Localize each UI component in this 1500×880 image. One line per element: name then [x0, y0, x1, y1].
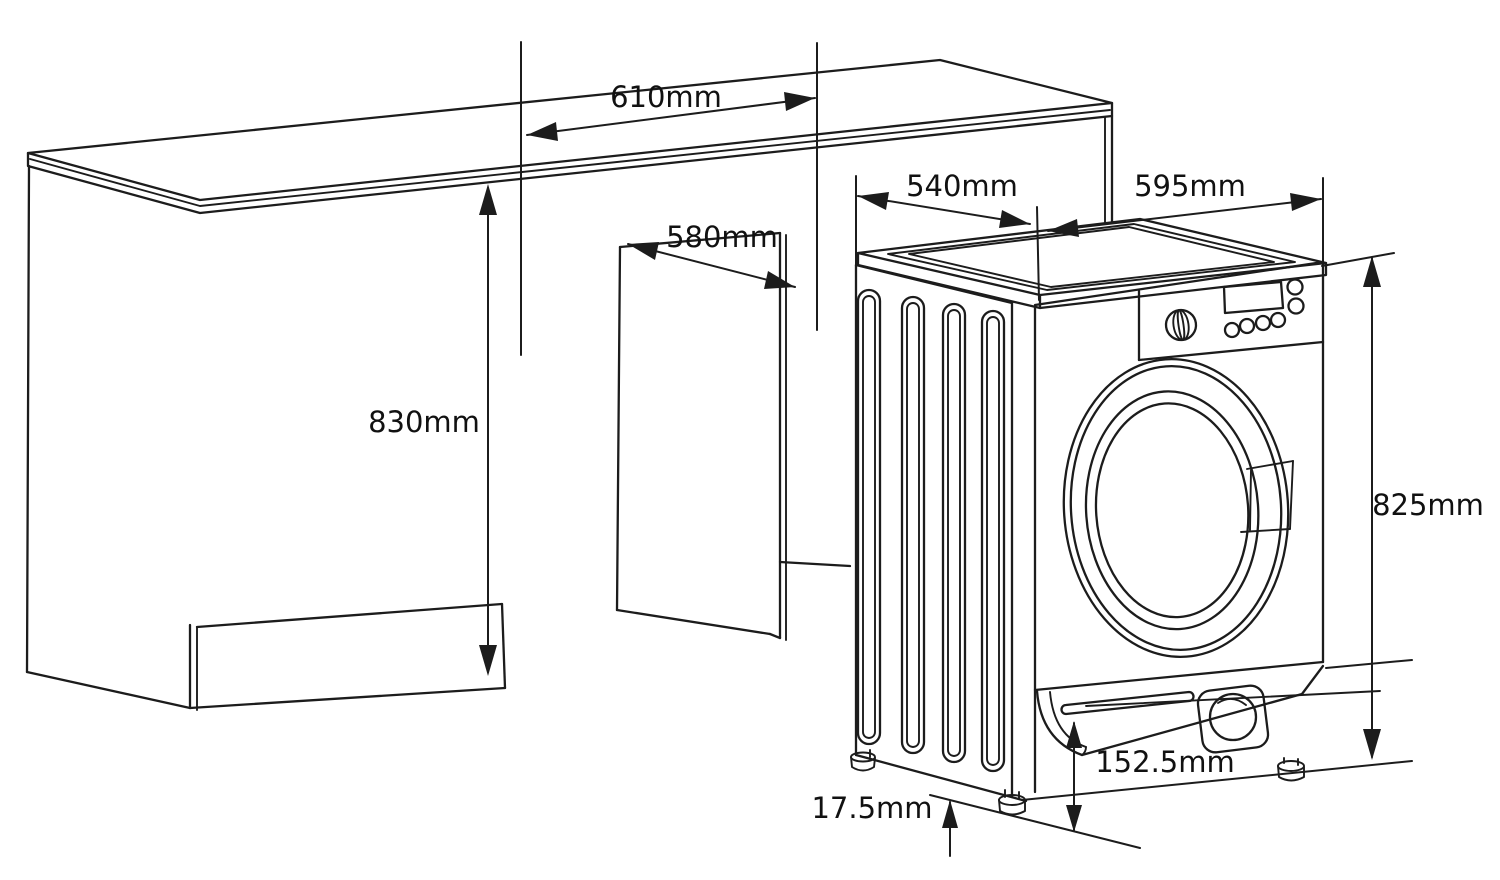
machine-top-inset-frame [887, 223, 1296, 291]
dim-label-580: 580mm [666, 220, 778, 254]
dimension-540: 540mm [855, 169, 1031, 265]
dimension-610: 610mm [520, 41, 818, 356]
door-handle [1240, 460, 1294, 533]
dimension-152-5: 152.5mm [1066, 721, 1235, 832]
dim-label-540: 540mm [906, 169, 1018, 203]
dim-label-825: 825mm [1372, 488, 1484, 522]
option-buttons [1223, 278, 1305, 339]
dimension-annotations: 610mm 580mm 830mm 540mm [368, 41, 1484, 857]
dimension-17-5: 17.5mm [811, 791, 958, 857]
machine-side-panel [854, 263, 1028, 803]
machine-top [856, 217, 1328, 310]
cabinet-left-edge [25, 164, 31, 674]
floor-lines [929, 760, 1413, 849]
display-window [1222, 280, 1285, 315]
cabinet-plinth [188, 602, 507, 711]
plinth-reference-line [1085, 690, 1381, 707]
control-panel [1137, 278, 1325, 362]
side-vent-slots [856, 288, 1006, 773]
porthole-door [1062, 358, 1290, 658]
counter-niche [615, 231, 852, 641]
cabinet-bottom-edge [25, 670, 192, 710]
dim-label-610: 610mm [610, 80, 722, 114]
dim-label-595: 595mm [1134, 169, 1246, 203]
dimension-825: 825mm [1321, 252, 1484, 760]
dim-label-830: 830mm [368, 405, 480, 439]
counter-end-panel [1104, 114, 1114, 224]
machine-feet [850, 747, 1305, 816]
foot-back-left [850, 747, 876, 772]
foot-front-right [1277, 757, 1305, 782]
dimension-830: 830mm [368, 184, 497, 676]
foot-front-left [998, 789, 1026, 816]
program-knob [1164, 308, 1198, 342]
dim-label-17-5: 17.5mm [811, 791, 932, 825]
washing-machine [850, 217, 1381, 816]
dimension-580: 580mm [627, 220, 796, 289]
machine-front [1033, 260, 1325, 794]
dimension-595: 595mm [1036, 169, 1324, 301]
dim-label-152-5: 152.5mm [1095, 745, 1235, 779]
